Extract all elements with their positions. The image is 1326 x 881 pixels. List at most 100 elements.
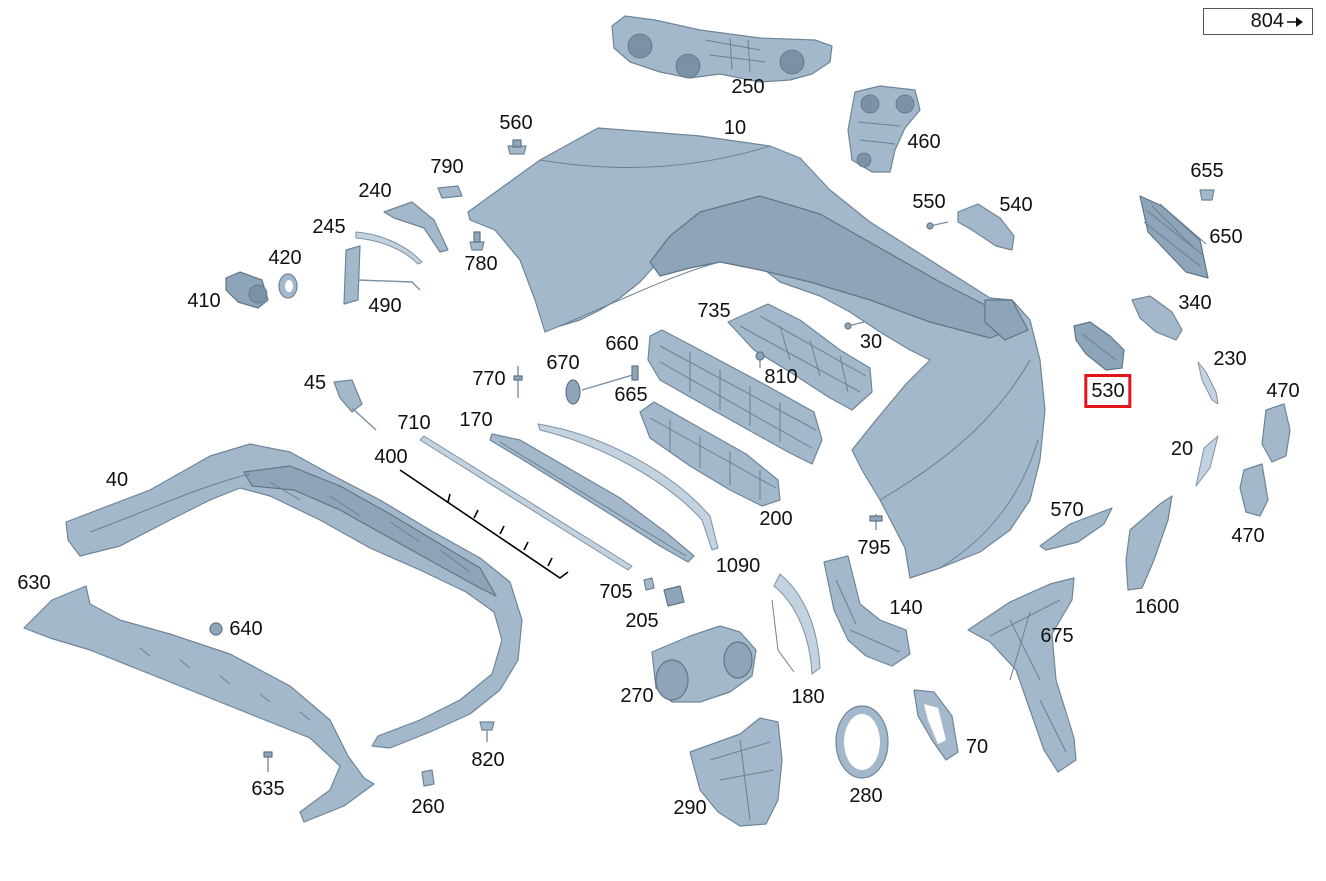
part-540-bracket[interactable] <box>957 203 1015 251</box>
callout-640[interactable]: 640 <box>229 618 263 640</box>
callout-140[interactable]: 140 <box>889 597 923 619</box>
part-650-grille[interactable] <box>1139 195 1209 279</box>
part-660-absorber[interactable] <box>647 329 823 465</box>
part-655-clip[interactable] <box>1199 189 1215 201</box>
part-780-clip[interactable] <box>469 231 485 251</box>
callout-810[interactable]: 810 <box>764 366 798 388</box>
part-530-bracket[interactable] <box>1073 321 1125 371</box>
callout-470-upper[interactable]: 470 <box>1266 380 1300 402</box>
part-240-trim[interactable] <box>383 201 449 253</box>
callout-170[interactable]: 170 <box>459 409 493 431</box>
part-710-rod[interactable] <box>419 435 633 571</box>
callout-650[interactable]: 650 <box>1209 226 1243 248</box>
part-675-support[interactable] <box>967 577 1077 773</box>
part-230-strip[interactable] <box>1197 361 1219 405</box>
part-820-clip[interactable] <box>479 721 495 742</box>
callout-675[interactable]: 675 <box>1040 625 1074 647</box>
callout-205[interactable]: 205 <box>625 610 659 632</box>
callout-470-lower[interactable]: 470 <box>1231 525 1265 547</box>
callout-1600[interactable]: 1600 <box>1134 596 1180 618</box>
callout-200[interactable]: 200 <box>759 508 793 530</box>
part-200-absorber[interactable] <box>639 401 781 507</box>
part-205-connector[interactable] <box>663 585 685 607</box>
callout-410[interactable]: 410 <box>187 290 221 312</box>
part-410-sensor[interactable] <box>225 271 269 309</box>
callout-40[interactable]: 40 <box>105 469 129 491</box>
callout-240[interactable]: 240 <box>358 180 392 202</box>
callout-795[interactable]: 795 <box>857 537 891 559</box>
callout-770[interactable]: 770 <box>472 368 506 390</box>
callout-260[interactable]: 260 <box>411 796 445 818</box>
callout-550[interactable]: 550 <box>912 191 946 213</box>
callout-705[interactable]: 705 <box>599 581 633 603</box>
part-795-clip[interactable] <box>869 514 883 530</box>
callout-630[interactable]: 630 <box>17 572 51 594</box>
callout-270[interactable]: 270 <box>620 685 654 707</box>
part-1600-panel[interactable] <box>1125 495 1173 591</box>
callout-560[interactable]: 560 <box>499 112 533 134</box>
callout-70[interactable]: 70 <box>965 736 989 758</box>
part-665-bolt[interactable] <box>581 365 639 391</box>
part-260-clip[interactable] <box>421 769 435 787</box>
part-180-bezel[interactable] <box>771 573 821 675</box>
callout-420[interactable]: 420 <box>268 247 302 269</box>
part-490-bracket[interactable] <box>343 245 421 305</box>
callout-655[interactable]: 655 <box>1190 160 1224 182</box>
part-280-ring[interactable] <box>835 705 889 779</box>
callout-45[interactable]: 45 <box>303 372 327 394</box>
next-page-button[interactable]: 804 <box>1203 8 1313 35</box>
callout-250[interactable]: 250 <box>731 76 765 98</box>
callout-490[interactable]: 490 <box>368 295 402 317</box>
callout-400[interactable]: 400 <box>374 446 408 468</box>
part-20-strip[interactable] <box>1195 435 1219 487</box>
callout-290[interactable]: 290 <box>673 797 707 819</box>
callout-530-highlighted[interactable]: 530 <box>1084 374 1132 408</box>
part-10-bumper-cover[interactable] <box>467 127 1046 579</box>
part-560-clip[interactable] <box>507 139 527 155</box>
part-460-bracket[interactable] <box>847 85 921 173</box>
part-570-trim[interactable] <box>1039 507 1113 551</box>
part-470-lower-bracket[interactable] <box>1239 463 1269 517</box>
callout-635[interactable]: 635 <box>251 778 285 800</box>
part-270-tailpipe[interactable] <box>651 625 757 703</box>
callout-230[interactable]: 230 <box>1213 348 1247 370</box>
part-635-screw[interactable] <box>263 751 273 772</box>
callout-245[interactable]: 245 <box>312 216 346 238</box>
part-705-clip[interactable] <box>643 577 655 591</box>
callout-820[interactable]: 820 <box>471 749 505 771</box>
callout-780[interactable]: 780 <box>464 253 498 275</box>
part-70-ring[interactable] <box>913 689 959 761</box>
part-245-strip[interactable] <box>355 231 423 265</box>
callout-660[interactable]: 660 <box>605 333 639 355</box>
part-640-nut[interactable] <box>209 622 223 636</box>
part-670-washer[interactable] <box>565 379 581 405</box>
part-140-bracket[interactable] <box>823 555 911 667</box>
callout-10[interactable]: 10 <box>723 117 747 139</box>
part-250-mounting-bracket[interactable] <box>611 15 833 83</box>
callout-670[interactable]: 670 <box>546 352 580 374</box>
callout-180[interactable]: 180 <box>791 686 825 708</box>
part-290-guide[interactable] <box>689 717 783 827</box>
part-470-upper-bracket[interactable] <box>1261 403 1291 463</box>
part-735-rail[interactable] <box>727 303 873 411</box>
part-550-screw[interactable] <box>926 221 949 230</box>
callout-710[interactable]: 710 <box>397 412 431 434</box>
part-30-screw[interactable] <box>844 321 865 330</box>
callout-30[interactable]: 30 <box>859 331 883 353</box>
part-45-bracket[interactable] <box>333 379 377 431</box>
part-170-trim[interactable] <box>489 433 695 563</box>
callout-280[interactable]: 280 <box>849 785 883 807</box>
callout-1090[interactable]: 1090 <box>715 555 761 577</box>
part-630-diffuser[interactable] <box>23 585 375 823</box>
part-40-lower-cover[interactable] <box>65 443 523 749</box>
callout-735[interactable]: 735 <box>697 300 731 322</box>
part-1090-strip[interactable] <box>537 423 719 551</box>
callout-790[interactable]: 790 <box>430 156 464 178</box>
part-400-harness[interactable] <box>399 469 569 579</box>
callout-340[interactable]: 340 <box>1178 292 1212 314</box>
callout-540[interactable]: 540 <box>999 194 1033 216</box>
part-340-cover[interactable] <box>1131 295 1183 341</box>
callout-20[interactable]: 20 <box>1170 438 1194 460</box>
part-420-ring[interactable] <box>278 273 298 299</box>
callout-570[interactable]: 570 <box>1050 499 1084 521</box>
